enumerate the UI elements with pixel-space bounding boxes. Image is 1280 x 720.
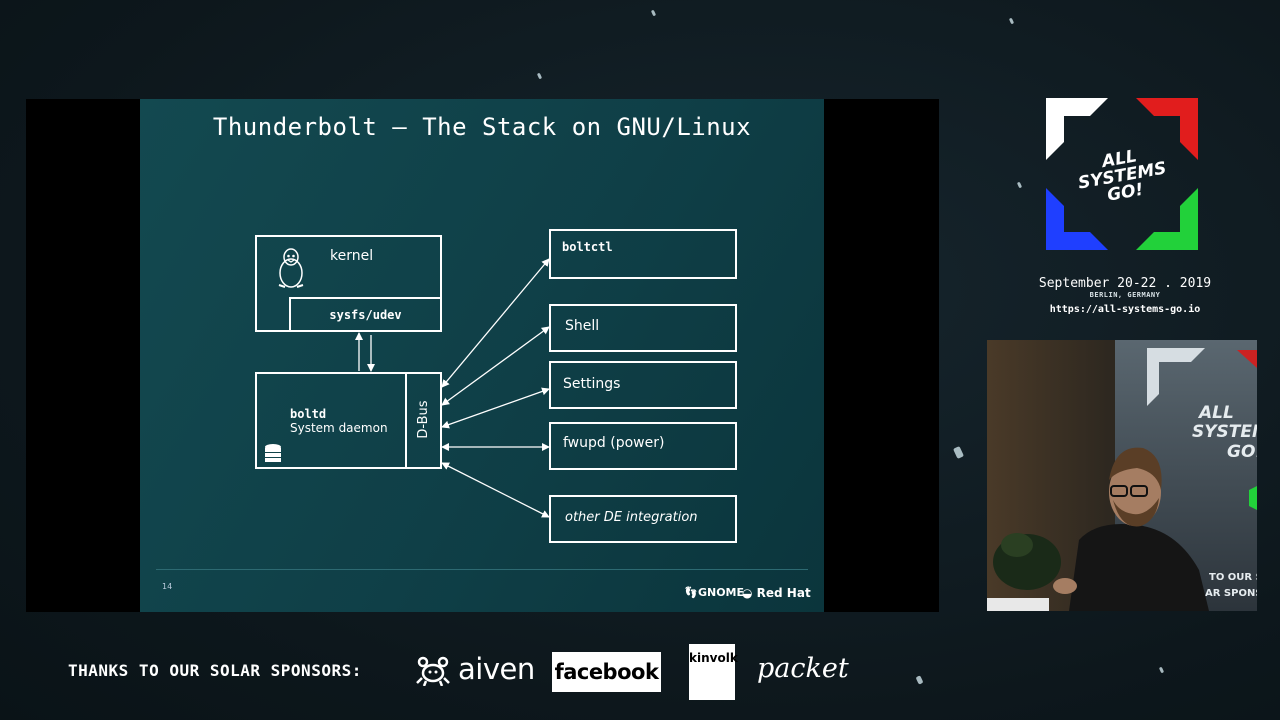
- backdrop-word-systems: SYSTEMS: [1192, 422, 1257, 442]
- aiven-crab-icon: [416, 656, 450, 686]
- event-date: September 20-22 . 2019: [1038, 276, 1212, 291]
- boltd-description: System daemon: [290, 421, 388, 435]
- presentation-slide: Thunderbolt — The Stack on GNU/Linux: [140, 99, 824, 612]
- arrow-dbus-boltctl: [441, 258, 550, 388]
- packet-sponsor-logo: packet: [757, 653, 849, 684]
- arrow-dbus-other: [441, 462, 550, 518]
- slide-title: Thunderbolt — The Stack on GNU/Linux: [212, 113, 752, 141]
- redhat-logo: ◒ Red Hat: [742, 586, 811, 600]
- boltd-name: boltd: [290, 407, 327, 421]
- speaker-video: ALL SYSTEMS GO! TO OUR S AR SPONSO: [987, 340, 1257, 611]
- boltctl-box: boltctl: [549, 229, 737, 279]
- backdrop-word-go: GO!: [1227, 442, 1257, 462]
- redhat-logo-text: Red Hat: [756, 586, 811, 600]
- backdrop-word-all: ALL: [1197, 403, 1234, 423]
- kinvolk-logo-text: kinvolk: [689, 651, 738, 665]
- settings-label: Settings: [563, 376, 621, 392]
- sponsors-label: THANKS TO OUR SOLAR SPONSORS:: [68, 661, 362, 680]
- kernel-label: kernel: [330, 248, 374, 264]
- dbus-box: D-Bus: [405, 372, 442, 469]
- slide-page-number: 14: [162, 582, 173, 591]
- shell-label: Shell: [565, 318, 600, 334]
- kinvolk-sponsor-logo: kinvolk: [689, 644, 738, 700]
- speaker-camera-feed: ALL SYSTEMS GO! TO OUR S AR SPONSO: [987, 340, 1257, 611]
- database-icon: [265, 444, 281, 462]
- backdrop-word-sponsors-1: TO OUR S: [1209, 572, 1257, 583]
- aiven-sponsor-logo: aiven: [458, 652, 535, 686]
- event-url: https://all-systems-go.io: [1049, 304, 1201, 315]
- fwupd-label: fwupd (power): [563, 435, 665, 451]
- shell-box: Shell: [549, 304, 737, 352]
- boltctl-label: boltctl: [562, 240, 613, 254]
- facebook-sponsor-logo: facebook: [552, 652, 661, 692]
- all-systems-go-logo: ALL SYSTEMS GO!: [1046, 98, 1198, 250]
- tux-penguin-icon: [278, 248, 304, 288]
- other-de-box: other DE integration: [549, 495, 737, 543]
- arrow-dbus-shell: [441, 326, 550, 406]
- settings-box: Settings: [549, 361, 737, 409]
- slide-footer-divider: [156, 569, 808, 570]
- arrow-dbus-settings: [441, 387, 550, 429]
- stack-diagram: [355, 258, 550, 518]
- dbus-label: D-Bus: [416, 400, 431, 439]
- sysfs-udev-label: sysfs/udev: [329, 308, 402, 322]
- gnome-logo-text: GNOME: [697, 586, 745, 599]
- gnome-logo: 👣︎GNOME: [684, 586, 745, 599]
- event-location: BERLIN, GERMANY: [1089, 291, 1161, 299]
- sysfs-udev-box: sysfs/udev: [289, 297, 442, 332]
- fwupd-box: fwupd (power): [549, 422, 737, 470]
- backdrop-word-sponsors-2: AR SPONSO: [1205, 588, 1257, 599]
- other-de-label: other DE integration: [565, 510, 698, 525]
